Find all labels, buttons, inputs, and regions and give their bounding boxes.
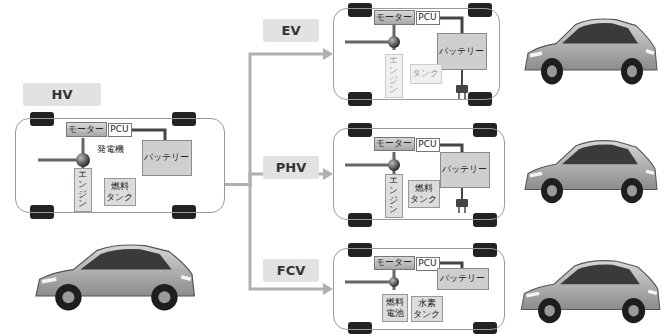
arrow-line (225, 185, 324, 290)
component-label: モーター (68, 124, 104, 134)
fcv-car (521, 261, 660, 324)
transition-arrow (225, 48, 333, 185)
component-box: モーター (66, 122, 107, 137)
component-label: エンジン (389, 56, 398, 96)
component-box: 燃料 タンク (104, 178, 136, 206)
component-label: エンジン (389, 176, 398, 216)
fcv-chassis (345, 243, 497, 334)
arrow-head (323, 168, 333, 180)
component-box: エンジン (385, 54, 403, 98)
ev-chassis (345, 3, 492, 106)
type-heading: FCV (263, 259, 319, 282)
type-heading: EV (263, 19, 319, 42)
hv-car (36, 245, 194, 310)
component-label: バッテリー (442, 164, 487, 174)
generator-label: 発電機 (97, 143, 124, 156)
vehicle-frame: HVモーターPCUバッテリーエンジン燃料 タンク (15, 118, 225, 213)
component-label: 燃料 タンク (106, 181, 133, 202)
transition-arrow (225, 185, 333, 296)
component-box: モーター (374, 10, 415, 25)
component-box: バッテリー (142, 140, 192, 176)
component-label: PCU (418, 12, 436, 22)
component-box: バッテリー (437, 33, 487, 70)
vehicle-frame: PHVモーターPCUバッテリーエンジン燃料 タンク (333, 128, 505, 220)
component-box: 水素 タンク (411, 296, 443, 322)
component-box: 燃料 電池 (382, 294, 408, 322)
arrow-head (323, 48, 333, 60)
component-label: タンク (412, 68, 439, 78)
component-label: モーター (376, 138, 412, 148)
component-label: 水素 タンク (413, 298, 440, 319)
component-box: PCU (416, 138, 440, 152)
component-label: 燃料 タンク (410, 183, 437, 204)
arrow-head (323, 283, 333, 295)
phv-chassis (345, 123, 497, 227)
component-box: タンク (410, 64, 442, 84)
component-label: PCU (110, 124, 128, 134)
phv-car (525, 141, 657, 204)
component-box: PCU (108, 123, 132, 137)
component-box: モーター (374, 256, 415, 270)
component-label: バッテリー (144, 152, 189, 162)
component-label: エンジン (78, 170, 87, 210)
component-label: PCU (418, 139, 436, 149)
arrow-line (225, 54, 324, 185)
component-label: バッテリー (440, 273, 485, 283)
component-box: エンジン (385, 174, 403, 218)
component-box: 燃料 タンク (408, 180, 440, 208)
vehicle-frame: FCVモーターPCUバッテリー燃料 電池水素 タンク (333, 248, 505, 330)
vehicle-frame: EVモーターPCUバッテリーエンジンタンク (333, 8, 500, 100)
type-heading: HV (23, 83, 101, 106)
component-box: モーター (374, 137, 415, 151)
type-heading: PHV (263, 156, 319, 179)
component-label: PCU (418, 258, 436, 268)
hv-chassis (30, 112, 196, 219)
component-box: バッテリー (440, 152, 490, 188)
ev-car (525, 19, 657, 84)
component-label: モーター (376, 257, 412, 267)
component-box: PCU (416, 11, 440, 25)
component-label: バッテリー (439, 46, 484, 56)
component-box: バッテリー (437, 268, 489, 290)
component-label: モーター (376, 12, 412, 22)
component-box: エンジン (74, 168, 92, 212)
component-label: 燃料 電池 (386, 297, 404, 318)
